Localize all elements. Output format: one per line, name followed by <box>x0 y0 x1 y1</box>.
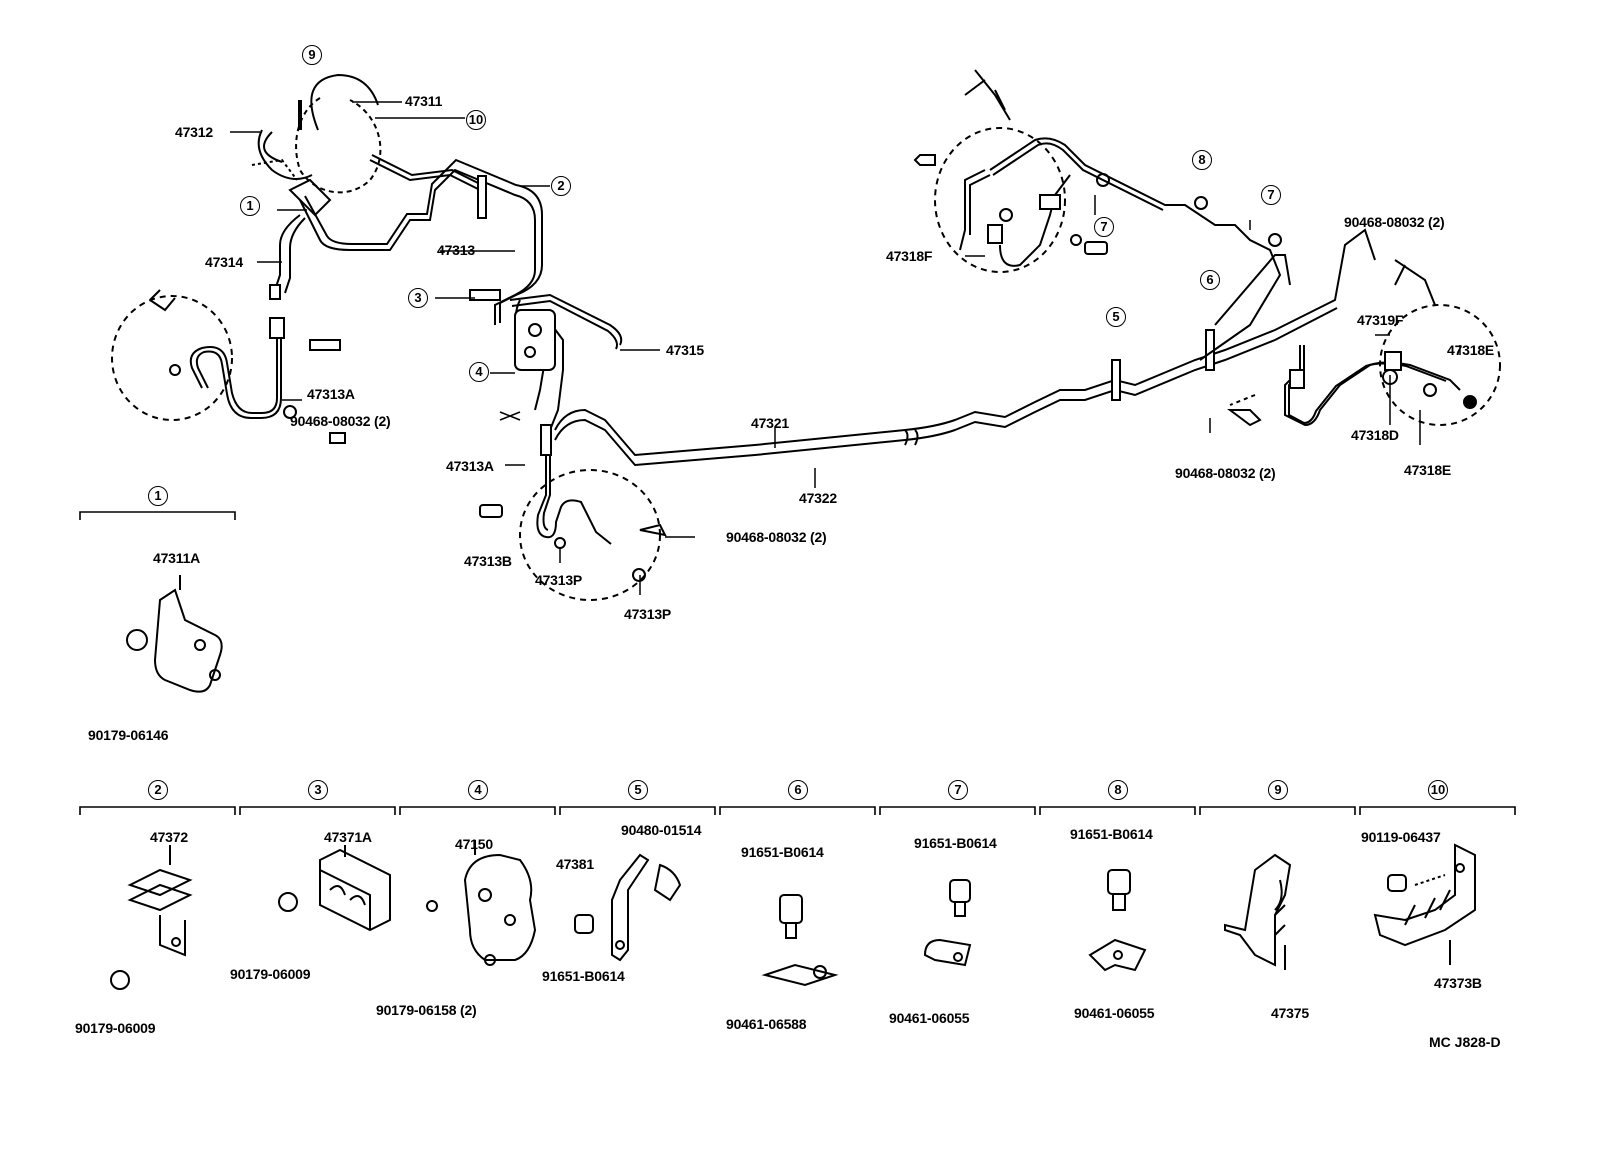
group-brackets <box>79 511 1516 815</box>
label-47313b: 47313B <box>464 553 512 569</box>
label-91651-b0614-g5: 91651-B0614 <box>542 968 625 984</box>
label-47319f: 47319F <box>1357 312 1404 328</box>
group-callout-10: 10 <box>1428 780 1448 800</box>
callout-2: 2 <box>551 176 571 196</box>
label-47318e-b: 47318E <box>1404 462 1452 478</box>
label-47312: 47312 <box>175 124 213 140</box>
label-47313a-front: 47313A <box>307 386 355 402</box>
label-91651-b0614-g7: 91651-B0614 <box>914 835 997 851</box>
callout-4: 4 <box>469 362 489 382</box>
master-cylinder-area <box>251 73 382 217</box>
label-90119-06437: 90119-06437 <box>1361 829 1441 845</box>
leader-lines <box>230 101 1461 595</box>
label-47150: 47150 <box>455 836 493 852</box>
label-47321: 47321 <box>751 415 789 431</box>
label-91651-b0614-g6: 91651-B0614 <box>741 844 824 860</box>
pipe-47313 <box>299 154 543 325</box>
label-90461-06055-g7: 90461-06055 <box>889 1010 970 1026</box>
label-47322: 47322 <box>799 490 837 506</box>
label-90179-06009-g2: 90179-06009 <box>75 1020 156 1036</box>
callout-7-b: 7 <box>1094 217 1114 237</box>
label-90468-rear-top: 90468-08032 (2) <box>1344 214 1445 230</box>
label-90179-06146: 90179-06146 <box>88 727 169 743</box>
label-47311: 47311 <box>405 93 443 109</box>
callout-8: 8 <box>1192 150 1212 170</box>
group-callout-4: 4 <box>468 780 488 800</box>
group-callout-1: 1 <box>148 486 168 506</box>
label-90468-front: 90468-08032 (2) <box>290 413 391 429</box>
callout-3: 3 <box>408 288 428 308</box>
label-47314: 47314 <box>205 254 243 270</box>
group-callout-2: 2 <box>148 780 168 800</box>
label-47372: 47372 <box>150 829 188 845</box>
label-47315: 47315 <box>666 342 704 358</box>
group-callout-9: 9 <box>1268 780 1288 800</box>
label-47373b: 47373B <box>1434 975 1482 991</box>
label-47318f: 47318F <box>886 248 933 264</box>
label-47375: 47375 <box>1271 1005 1309 1021</box>
label-47313: 47313 <box>437 242 475 258</box>
callout-1: 1 <box>240 196 260 216</box>
label-47313p-b: 47313P <box>624 606 672 622</box>
callout-6: 6 <box>1200 270 1220 290</box>
label-90468-center: 90468-08032 (2) <box>726 529 827 545</box>
label-90468-rear-bottom: 90468-08032 (2) <box>1175 465 1276 481</box>
label-90480-01514: 90480-01514 <box>621 822 702 838</box>
group-callout-7: 7 <box>948 780 968 800</box>
label-91651-b0614-g8: 91651-B0614 <box>1070 826 1153 842</box>
label-90461-06055-g8: 90461-06055 <box>1074 1005 1155 1021</box>
label-90179-06158: 90179-06158 (2) <box>376 1002 477 1018</box>
callout-7-a: 7 <box>1261 185 1281 205</box>
p-valve-area <box>469 289 667 601</box>
label-47313a-center: 47313A <box>446 458 494 474</box>
label-47318e-a: 47318E <box>1447 342 1495 358</box>
label-47371a: 47371A <box>324 829 372 845</box>
label-47318d: 47318D <box>1351 427 1399 443</box>
callout-9: 9 <box>302 45 322 65</box>
group-callout-5: 5 <box>628 780 648 800</box>
callout-5: 5 <box>1106 307 1126 327</box>
group-callout-6: 6 <box>788 780 808 800</box>
pipe-front-right <box>913 69 1282 361</box>
callout-10: 10 <box>466 110 486 130</box>
pipe-47321-47322 <box>554 228 1376 467</box>
detail-parts <box>110 575 1476 990</box>
diagram-code: MC J828-D <box>1429 1034 1501 1050</box>
label-47313p-a: 47313P <box>535 572 583 588</box>
group-callout-8: 8 <box>1108 780 1128 800</box>
label-90179-06009-g3: 90179-06009 <box>230 966 311 982</box>
label-90461-06588: 90461-06588 <box>726 1016 807 1032</box>
pipe-47314-47313a <box>111 214 346 444</box>
label-47311a: 47311A <box>153 550 201 566</box>
group-callout-3: 3 <box>308 780 328 800</box>
label-47381: 47381 <box>556 856 594 872</box>
